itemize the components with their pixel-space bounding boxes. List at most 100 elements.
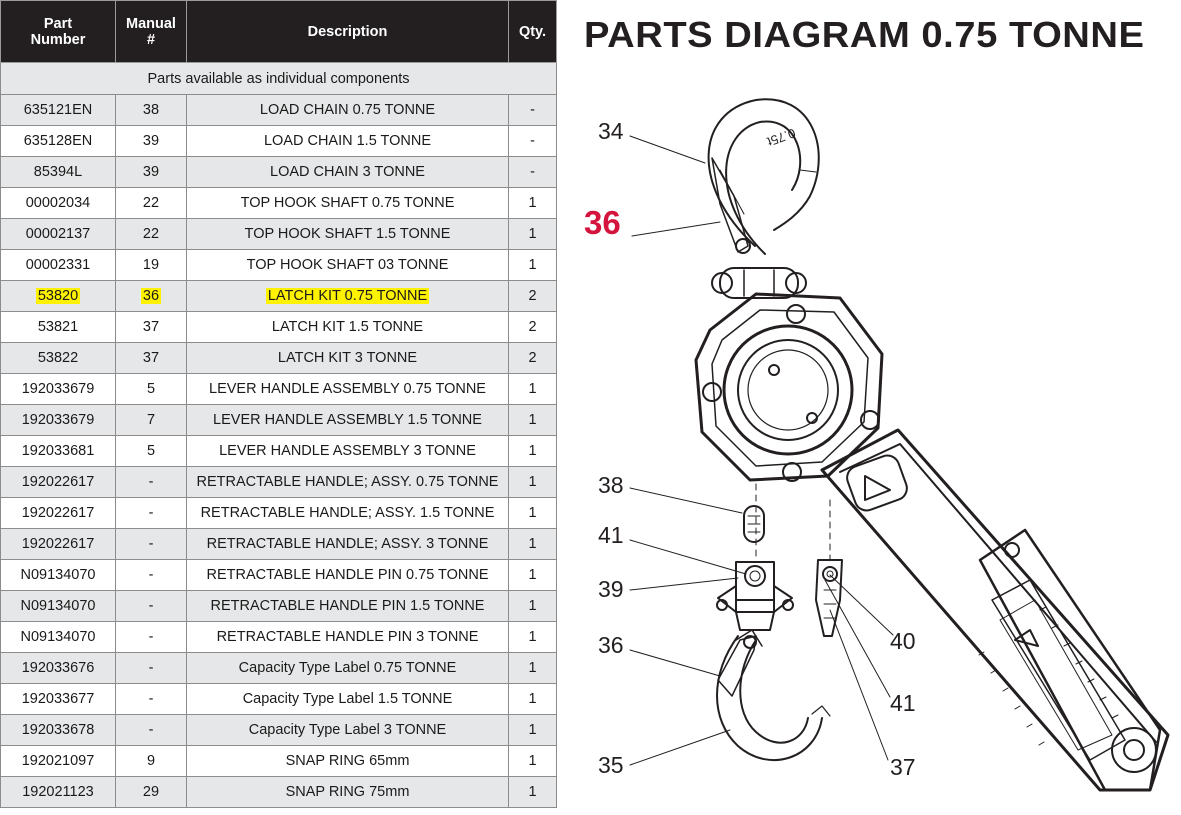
header-description: Description: [186, 0, 509, 63]
cell-description: TOP HOOK SHAFT 1.5 TONNE: [186, 218, 509, 250]
cell-manual-number: 7: [115, 404, 187, 436]
cell-qty: 1: [508, 187, 557, 219]
callout-34: 34: [598, 118, 624, 144]
cell-qty: 1: [508, 559, 557, 591]
cell-part-number: 00002034: [0, 187, 116, 219]
header-manual-number: Manual#: [115, 0, 187, 63]
cell-part-number: N09134070: [0, 590, 116, 622]
cell-part-number: 192033677: [0, 683, 116, 715]
cell-qty: 1: [508, 497, 557, 529]
cell-description: LOAD CHAIN 3 TONNE: [186, 156, 509, 188]
callout-35: 35: [598, 752, 624, 778]
cell-part-number: 00002331: [0, 249, 116, 281]
callout-40: 40: [890, 628, 916, 654]
cell-manual-number: -: [115, 559, 187, 591]
cell-manual-number: 39: [115, 156, 187, 188]
cell-part-number: 192033678: [0, 714, 116, 746]
cell-manual-number: 9: [115, 745, 187, 777]
hoist-drawing: 0.75t: [629, 98, 1170, 792]
diagram-title: PARTS DIAGRAM 0.75 TONNE: [584, 14, 1145, 55]
cell-manual-number: 5: [115, 435, 187, 467]
table-row: 192033676-Capacity Type Label 0.75 TONNE…: [0, 652, 557, 684]
table-row: 192022617-RETRACTABLE HANDLE; ASSY. 3 TO…: [0, 528, 557, 560]
cell-manual-number: 22: [115, 187, 187, 219]
cell-qty: 1: [508, 435, 557, 467]
cell-part-number: 192021123: [0, 776, 116, 808]
cell-qty: -: [508, 125, 557, 157]
chain-link: [743, 505, 765, 543]
cell-description: LEVER HANDLE ASSEMBLY 1.5 TONNE: [186, 404, 509, 436]
cell-manual-number: -: [115, 714, 187, 746]
cell-description: LOAD CHAIN 0.75 TONNE: [186, 94, 509, 126]
cell-part-number: N09134070: [0, 621, 116, 653]
cell-qty: 1: [508, 528, 557, 560]
table-row: 192022617-RETRACTABLE HANDLE; ASSY. 0.75…: [0, 466, 557, 498]
cell-qty: -: [508, 94, 557, 126]
table-row: N09134070-RETRACTABLE HANDLE PIN 1.5 TON…: [0, 590, 557, 622]
cell-manual-number: 19: [115, 249, 187, 281]
cell-part-number: 53821: [0, 311, 116, 343]
leader-lines: [629, 135, 894, 766]
cell-description: SNAP RING 65mm: [186, 745, 509, 777]
chain-anchor: [815, 559, 843, 637]
cell-description: RETRACTABLE HANDLE PIN 1.5 TONNE: [186, 590, 509, 622]
cell-part-number: 192033679: [0, 373, 116, 405]
cell-manual-number: -: [115, 466, 187, 498]
hoist-body: [694, 292, 884, 482]
cell-description: RETRACTABLE HANDLE PIN 3 TONNE: [186, 621, 509, 653]
cell-qty: 1: [508, 776, 557, 808]
cell-part-number: 53822: [0, 342, 116, 374]
cell-qty: 1: [508, 714, 557, 746]
cell-description: SNAP RING 75mm: [186, 776, 509, 808]
cell-manual-number: 5: [115, 373, 187, 405]
cell-description: Capacity Type Label 3 TONNE: [186, 714, 509, 746]
cell-description: RETRACTABLE HANDLE; ASSY. 1.5 TONNE: [186, 497, 509, 529]
top-hook: 0.75t: [707, 98, 820, 255]
highlight-mark: 53820: [35, 288, 81, 304]
cell-manual-number: 37: [115, 342, 187, 374]
highlight-mark: 36: [140, 288, 162, 304]
cell-description: LATCH KIT 0.75 TONNE: [186, 280, 509, 312]
cell-part-number: 85394L: [0, 156, 116, 188]
cell-description: TOP HOOK SHAFT 03 TONNE: [186, 249, 509, 281]
cell-qty: 2: [508, 342, 557, 374]
cell-qty: 1: [508, 218, 557, 250]
cell-manual-number: 38: [115, 94, 187, 126]
cell-part-number: 53820: [0, 280, 116, 312]
callout-37: 37: [890, 754, 916, 780]
cell-qty: 1: [508, 621, 557, 653]
cell-manual-number: -: [115, 621, 187, 653]
cell-description: Capacity Type Label 1.5 TONNE: [186, 683, 509, 715]
cell-qty: 1: [508, 683, 557, 715]
callout-41-lower: 41: [890, 690, 916, 716]
cell-part-number: 192021097: [0, 745, 116, 777]
cell-description: LOAD CHAIN 1.5 TONNE: [186, 125, 509, 157]
cell-part-number: 192033679: [0, 404, 116, 436]
cell-part-number: 192022617: [0, 528, 116, 560]
cell-qty: 1: [508, 373, 557, 405]
cell-qty: -: [508, 156, 557, 188]
callout-36-lower: 36: [598, 632, 624, 658]
callout-39: 39: [598, 576, 624, 602]
cell-description: Capacity Type Label 0.75 TONNE: [186, 652, 509, 684]
cell-qty: 1: [508, 466, 557, 498]
cell-description: RETRACTABLE HANDLE; ASSY. 0.75 TONNE: [186, 466, 509, 498]
cell-part-number: N09134070: [0, 559, 116, 591]
table-row: N09134070-RETRACTABLE HANDLE PIN 3 TONNE…: [0, 621, 557, 653]
callout-41-upper: 41: [598, 522, 624, 548]
